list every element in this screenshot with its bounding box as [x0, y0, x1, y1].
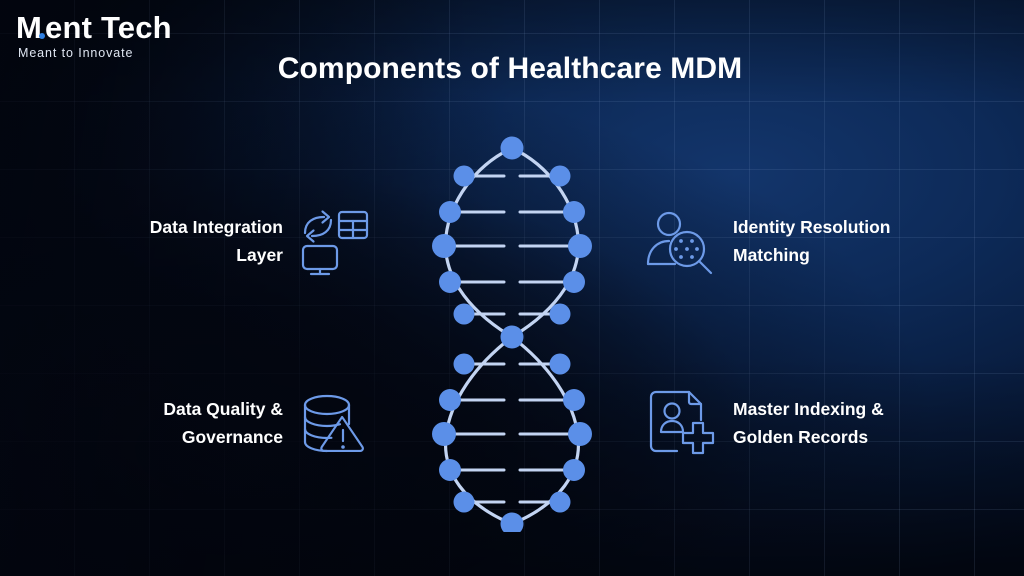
component-label: Identity Resolution Matching: [733, 217, 891, 265]
dna-double-helix-graphic: [412, 132, 612, 532]
brand-name-initial: M: [16, 10, 43, 45]
component-identity-resolution[interactable]: Identity Resolution Matching: [645, 206, 891, 278]
data-quality-icon: [299, 388, 371, 460]
component-label: Master Indexing & Golden Records: [733, 399, 884, 447]
master-indexing-icon: [645, 388, 717, 460]
data-integration-icon: [299, 206, 371, 278]
component-label: Data Integration Layer: [149, 217, 283, 265]
identity-resolution-icon: [645, 206, 717, 278]
page-title: Components of Healthcare MDM: [277, 52, 743, 85]
brand-name: Ment Tech: [16, 10, 246, 45]
component-data-integration[interactable]: Data Integration Layer: [98, 206, 371, 278]
component-label: Data Quality & Governance: [163, 399, 283, 447]
component-data-quality[interactable]: Data Quality & Governance: [118, 388, 371, 460]
brand-dot-icon: [39, 33, 46, 39]
brand-logo: Ment Tech Meant to Innovate: [16, 10, 246, 60]
brand-name-rest: ent Tech: [45, 10, 172, 45]
component-master-indexing[interactable]: Master Indexing & Golden Records: [645, 388, 884, 460]
brand-tagline: Meant to Innovate: [18, 45, 134, 60]
